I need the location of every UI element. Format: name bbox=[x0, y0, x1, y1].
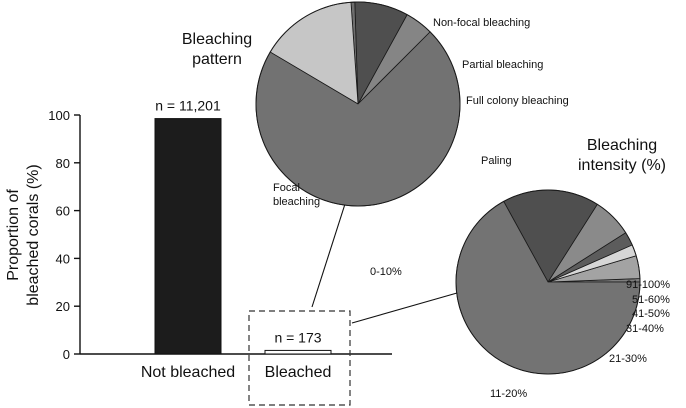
pie-slice-label-line: 0-10% bbox=[370, 266, 402, 278]
bleaching-intensity-pie: 91-100% 51-60% 41-50% 31-40% 21-30% 11-20% 0-1… bbox=[370, 137, 670, 400]
bleached-highlight-box bbox=[248, 310, 351, 406]
bar-not-bleached bbox=[154, 118, 222, 355]
pie-title-line: Bleaching bbox=[587, 137, 657, 154]
pie-slice-label-line: 21-30% bbox=[609, 353, 647, 365]
pie-slice-label: 51-60% bbox=[632, 294, 670, 306]
pie-title-line: pattern bbox=[192, 51, 242, 68]
y-tick-label: 60 bbox=[56, 204, 70, 219]
y-tick-label: 40 bbox=[56, 251, 70, 266]
pie-title: Bleaching pattern bbox=[182, 31, 252, 68]
pie-slice-label: 21-30% bbox=[609, 353, 647, 365]
y-tick-label: 100 bbox=[48, 108, 70, 123]
pie-slice-label: Paling bbox=[481, 155, 512, 167]
bar-count-annotation: n = 173 bbox=[274, 329, 321, 345]
pie-title-line: Bleaching bbox=[182, 31, 252, 48]
connector-lines bbox=[311, 203, 458, 324]
x-category-label: Not bleached bbox=[141, 364, 235, 381]
pie-slice-label-line: Partial bleaching bbox=[462, 59, 543, 71]
pie-outline bbox=[255, 1, 461, 207]
pie-slice-label-line: 41-50% bbox=[632, 308, 670, 320]
connector-to-pattern-pie bbox=[311, 203, 346, 308]
pie-slice-label-line: 11-20% bbox=[490, 388, 527, 400]
bar-bleached bbox=[264, 349, 332, 355]
y-tick-label: 0 bbox=[63, 347, 70, 362]
pie-slice-label-line: Focal bbox=[273, 182, 300, 194]
pie-slice-label-line: Paling bbox=[481, 155, 512, 167]
pie-slice-label: Full colony bleaching bbox=[466, 95, 569, 107]
pie-slice-label: 31-40% bbox=[626, 323, 664, 335]
pie-slice-label: 11-20% bbox=[490, 388, 527, 400]
y-axis-label-line: bleached corals (%) bbox=[25, 164, 42, 305]
pie-slice-label: Partial bleaching bbox=[462, 59, 543, 71]
pie-slice-label: 41-50% bbox=[632, 308, 670, 320]
x-category-label: Bleached bbox=[265, 364, 332, 381]
y-tick-label: 20 bbox=[56, 299, 70, 314]
pie-slice-label-line: bleaching bbox=[273, 196, 320, 208]
y-axis-label-line: Proportion of bbox=[5, 189, 22, 281]
connector-to-intensity-pie bbox=[351, 292, 458, 324]
pie-slice-label: Focal bleaching bbox=[273, 182, 320, 208]
pie-slice-label: 0-10% bbox=[370, 266, 402, 278]
pie-slice-label-line: Non-focal bleaching bbox=[433, 17, 530, 29]
pie-slice-label-line: 51-60% bbox=[632, 294, 670, 306]
pie-title-line: intensity (%) bbox=[578, 157, 666, 174]
pie-outline bbox=[455, 189, 641, 375]
pie-title: Bleaching intensity (%) bbox=[578, 137, 666, 174]
pie-slice-label-line: 31-40% bbox=[626, 323, 664, 335]
pie-slice-label-line: Full colony bleaching bbox=[466, 95, 569, 107]
pie-slice-label-line: 91-100% bbox=[626, 279, 670, 291]
bar-count-annotation: n = 11,201 bbox=[155, 98, 221, 114]
pie-slice-label: Non-focal bleaching bbox=[433, 17, 530, 29]
y-tick-label: 80 bbox=[56, 156, 70, 171]
pie-slice-label: 91-100% bbox=[626, 279, 670, 291]
